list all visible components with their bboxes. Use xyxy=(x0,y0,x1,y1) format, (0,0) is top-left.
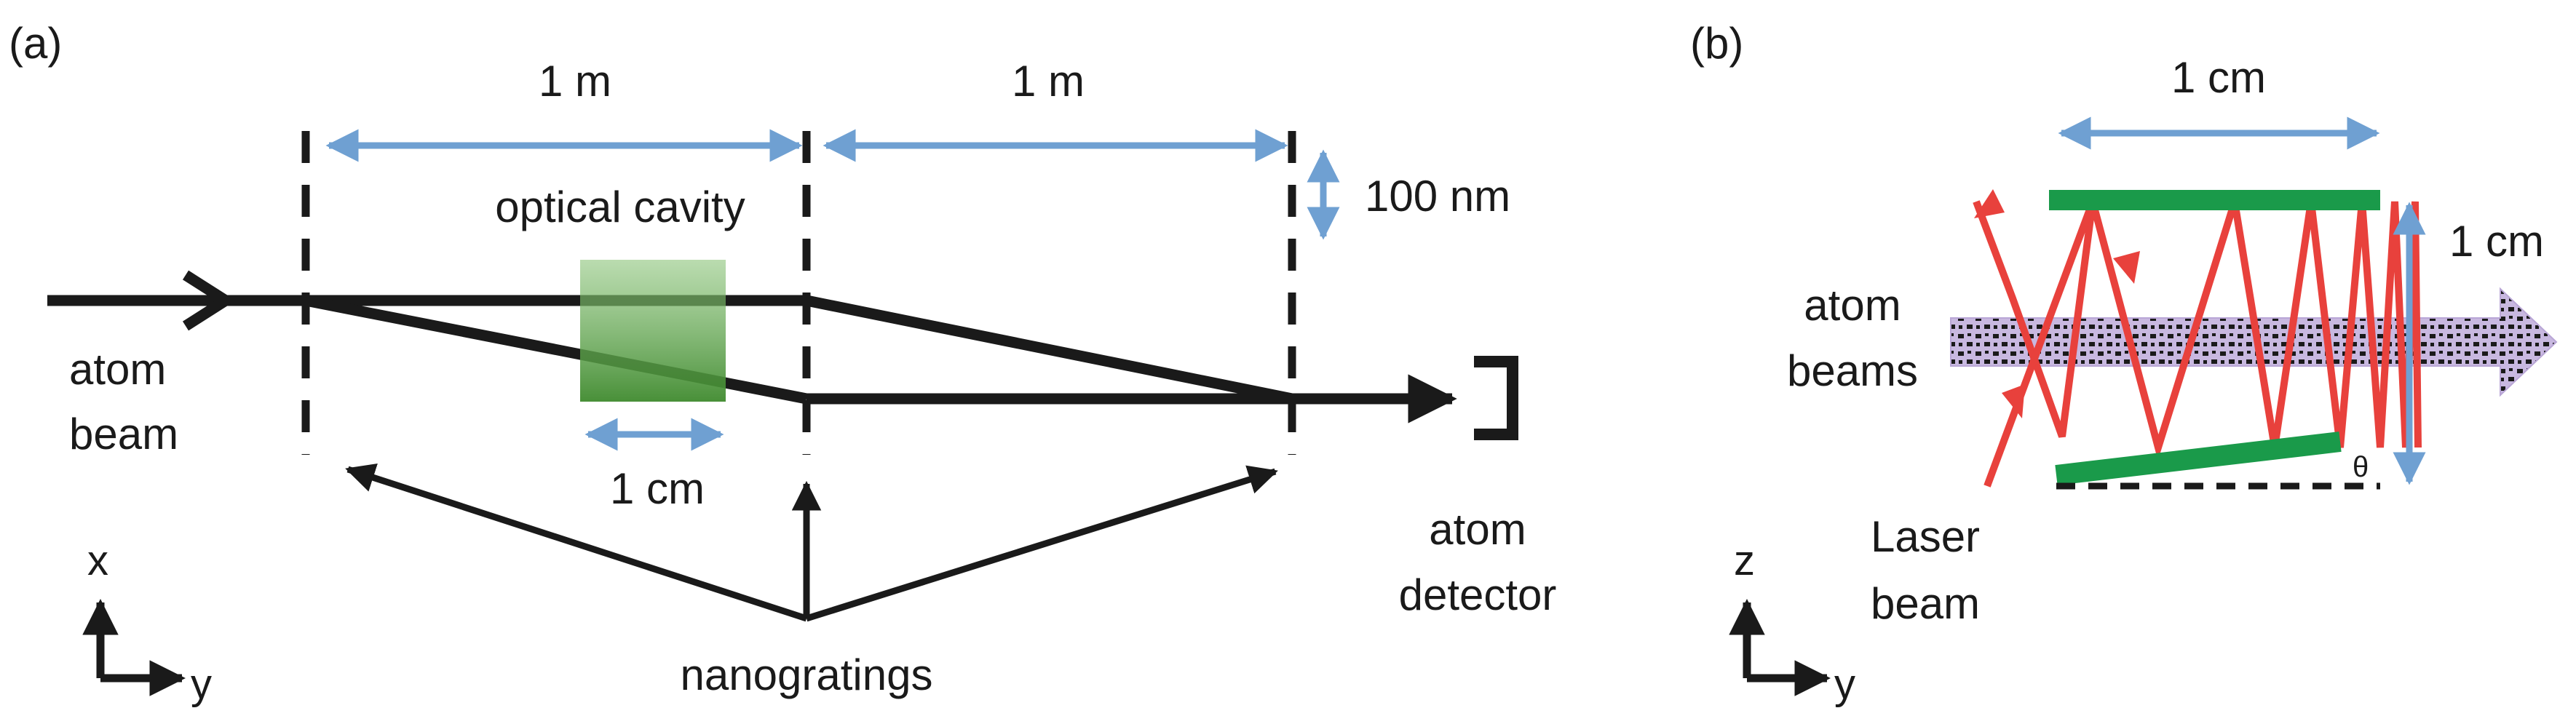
upper-arm-converging xyxy=(805,295,1293,405)
axis-y-label-b: y xyxy=(1834,661,1855,708)
axis-z-label: z xyxy=(1734,537,1755,584)
laser-beam-label-line1: Laser xyxy=(1871,512,1980,561)
distance-label-right: 1 m xyxy=(1012,57,1085,106)
detector-label-line2: detector xyxy=(1399,570,1557,619)
pointer-arrow-grating-1 xyxy=(345,464,808,622)
atom-beam-label-line1: atom xyxy=(69,345,166,394)
atom-beams-arrow xyxy=(1950,287,2558,397)
angle-theta-label: θ xyxy=(2353,451,2369,483)
distance-label-left: 1 m xyxy=(539,57,611,106)
atom-beams-label-line2: beams xyxy=(1787,346,1918,395)
bottom-mirror xyxy=(2055,431,2342,485)
atom-beams-label-line1: atom xyxy=(1804,281,1901,330)
laser-beam-label-line2: beam xyxy=(1871,579,1980,628)
panel-b-tag: (b) xyxy=(1690,19,1743,68)
laser-input-arrowhead xyxy=(1974,189,2005,218)
beam-direction-chevron xyxy=(182,270,236,331)
cavity-height-label-b: 1 cm xyxy=(2449,217,2544,266)
separation-label: 100 nm xyxy=(1365,172,1510,220)
pointer-arrow-grating-3 xyxy=(805,465,1278,622)
axis-y-label: y xyxy=(191,661,212,708)
cavity-label: optical cavity xyxy=(495,183,745,231)
cavity-width-label-b: 1 cm xyxy=(2171,53,2266,102)
nanogratings-label: nanogratings xyxy=(681,651,933,699)
lower-arm xyxy=(304,295,808,405)
panel-a-tag: (a) xyxy=(9,19,62,68)
laser-mid-arrowhead-2 xyxy=(2113,251,2140,284)
atom-beam-label-line2: beam xyxy=(69,410,178,458)
detector-bracket-icon xyxy=(1474,356,1518,440)
detector-label-line1: atom xyxy=(1429,505,1526,554)
laser-mid-arrowhead-1 xyxy=(2002,384,2025,418)
laser-return-ray xyxy=(1983,200,2096,488)
axis-x-label: x xyxy=(87,537,108,584)
cavity-width-label: 1 cm xyxy=(610,464,705,513)
optical-cavity-box xyxy=(580,260,726,402)
